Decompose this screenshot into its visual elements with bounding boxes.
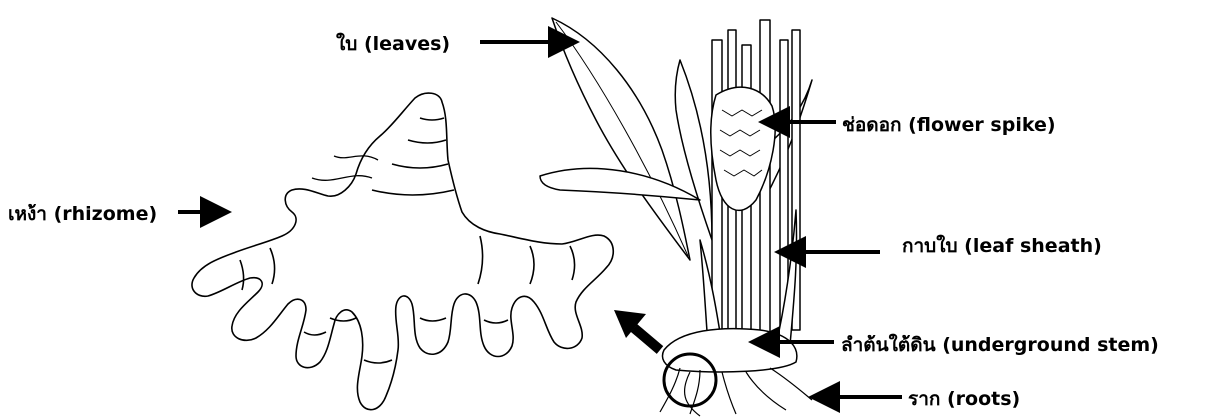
plant-illustration bbox=[540, 18, 812, 416]
label-underground-stem: ลำต้นใต้ดิน (underground stem) bbox=[841, 336, 1159, 355]
direction-arrow bbox=[614, 310, 660, 350]
label-leaf-sheath: กาบใบ (leaf sheath) bbox=[902, 237, 1102, 256]
label-rhizome: เหง้า (rhizome) bbox=[8, 205, 157, 224]
label-leaves: ใบ (leaves) bbox=[336, 35, 450, 54]
rhizome-illustration bbox=[192, 93, 613, 410]
label-flower-spike: ช่อดอก (flower spike) bbox=[842, 116, 1056, 135]
label-roots: ราก (roots) bbox=[908, 390, 1020, 409]
